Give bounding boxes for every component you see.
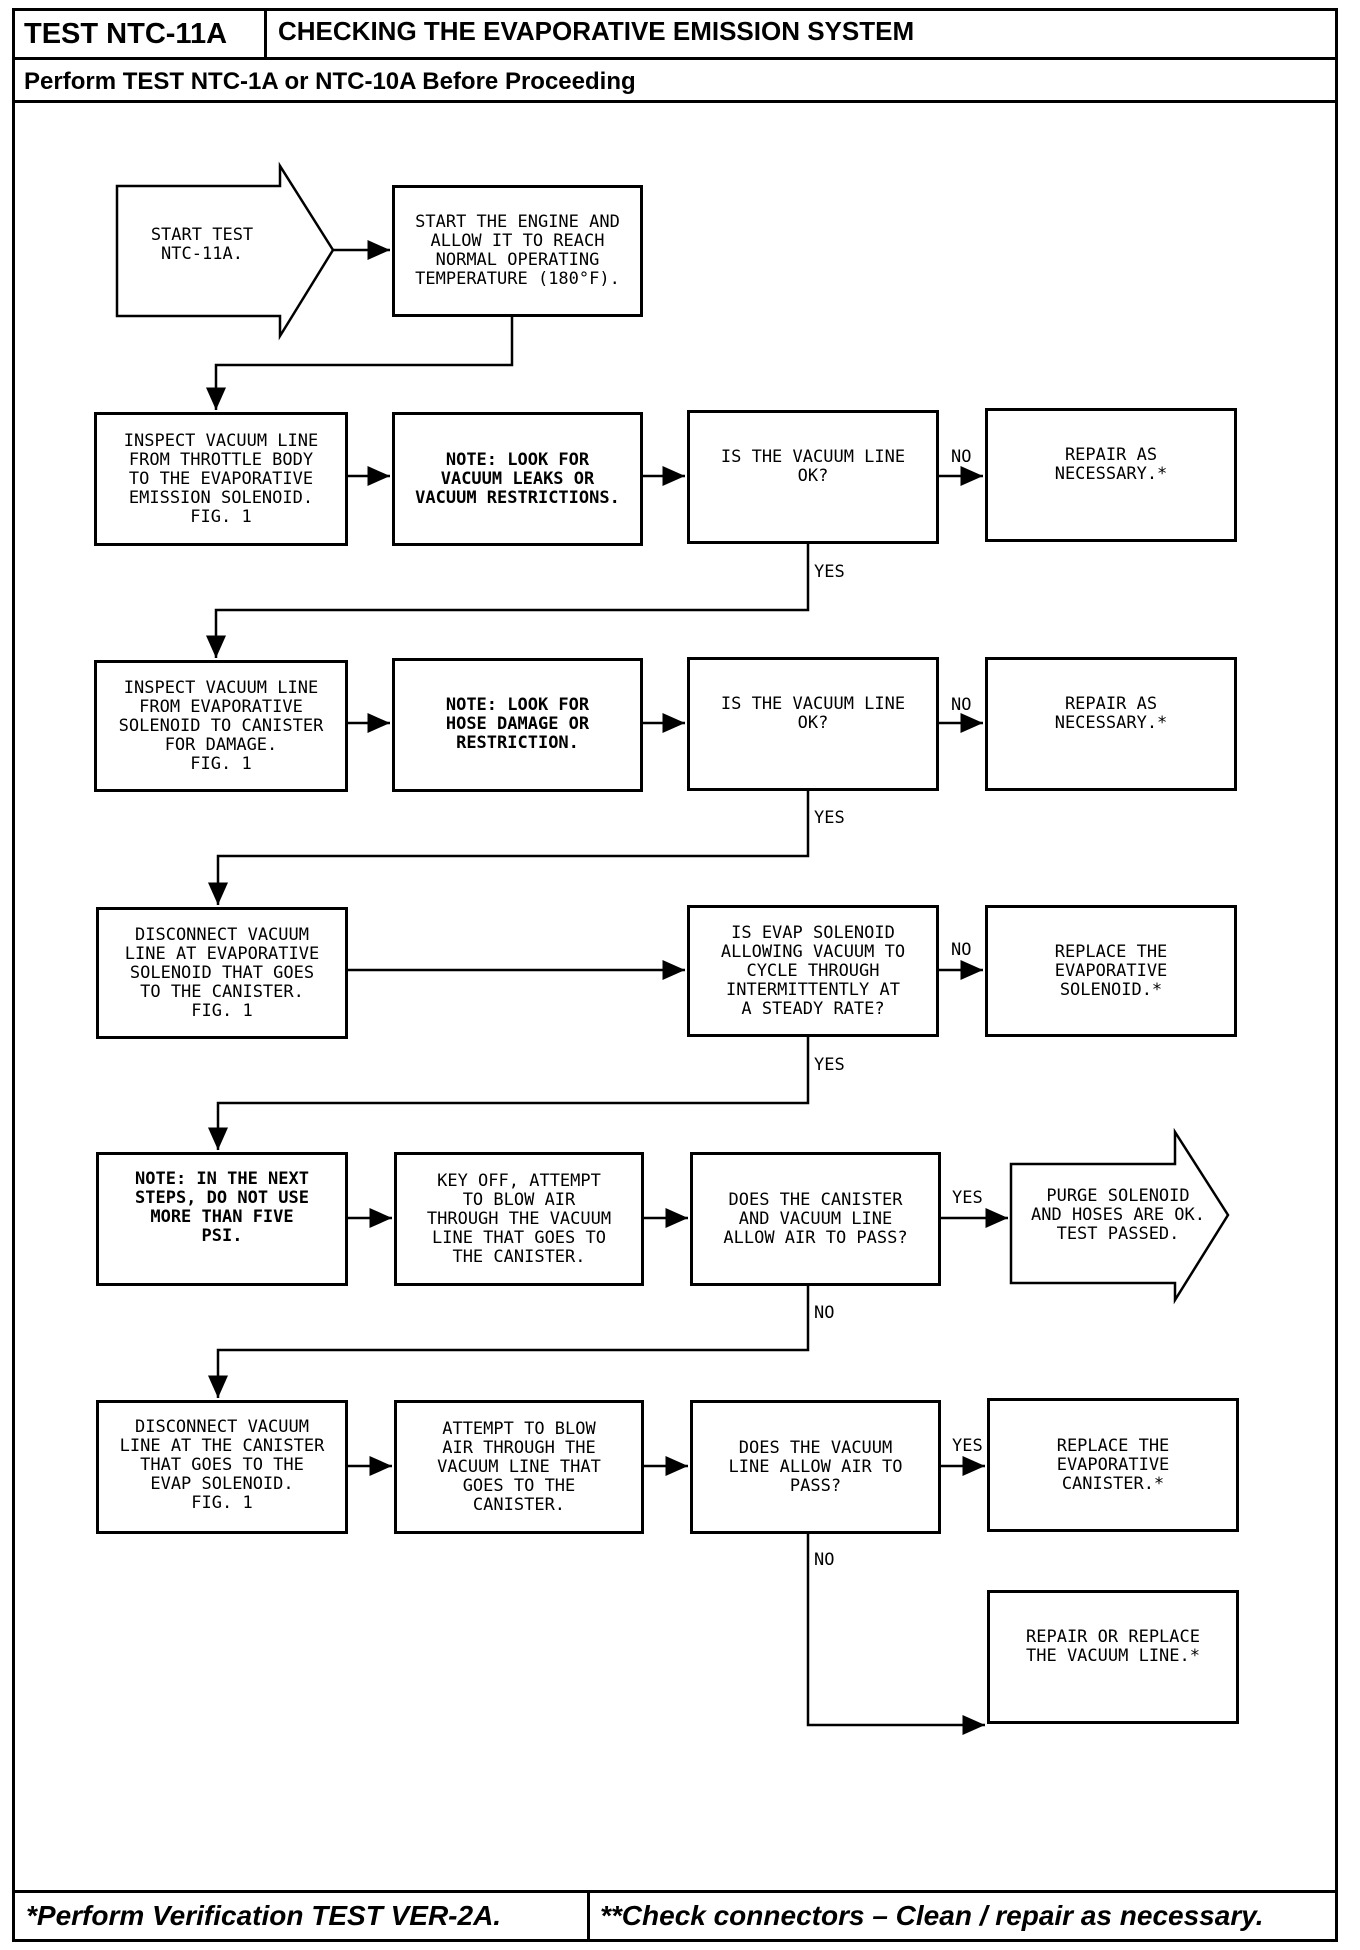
no-label-1: NO (951, 447, 972, 467)
inspect-solenoid-line-step: INSPECT VACUUM LINE FROM EVAPORATIVE SOL… (94, 660, 348, 792)
subheader-divider (12, 100, 1338, 103)
replace-evaporative-solenoid: REPLACE THE EVAPORATIVE SOLENOID.* (985, 905, 1237, 1037)
start-test-arrow: START TEST NTC-11A. (150, 225, 254, 264)
note-five-psi: NOTE: IN THE NEXT STEPS, DO NOT USE MORE… (96, 1152, 348, 1286)
page-title: CHECKING THE EVAPORATIVE EMISSION SYSTEM (278, 16, 915, 46)
page-frame (12, 8, 1338, 1942)
footer-verification-note: *Perform Verification TEST VER-2A. (26, 1900, 502, 1931)
warmup-step: START THE ENGINE AND ALLOW IT TO REACH N… (392, 185, 643, 317)
yes-label-2: YES (814, 808, 845, 828)
yes-label-3: YES (814, 1055, 845, 1075)
blow-air-to-canister-step: ATTEMPT TO BLOW AIR THROUGH THE VACUUM L… (394, 1400, 644, 1534)
no-label-5: NO (814, 1550, 835, 1570)
yes-label-1: YES (814, 562, 845, 582)
evap-solenoid-cycling-question: IS EVAP SOLENOID ALLOWING VACUUM TO CYCL… (687, 905, 939, 1037)
inspect-throttle-line-step: INSPECT VACUUM LINE FROM THROTTLE BODY T… (94, 412, 348, 546)
vacuum-line-ok-question-2: IS THE VACUUM LINE OK? (687, 657, 939, 791)
note-hose-damage: NOTE: LOOK FOR HOSE DAMAGE OR RESTRICTIO… (392, 658, 643, 792)
footer-vdivider (587, 1890, 590, 1942)
note-vacuum-leaks: NOTE: LOOK FOR VACUUM LEAKS OR VACUUM RE… (392, 412, 643, 546)
replace-evaporative-canister: REPLACE THE EVAPORATIVE CANISTER.* (987, 1398, 1239, 1532)
no-label-4: NO (814, 1303, 835, 1323)
vacuum-line-air-pass-question: DOES THE VACUUM LINE ALLOW AIR TO PASS? (690, 1400, 941, 1534)
test-passed-arrow: PURGE SOLENOID AND HOSES ARE OK. TEST PA… (1031, 1185, 1205, 1244)
yes-label-5: YES (952, 1436, 983, 1456)
yes-label-4: YES (952, 1188, 983, 1208)
no-label-2: NO (951, 695, 972, 715)
test-id: TEST NTC-11A (24, 18, 228, 50)
footer-divider (12, 1890, 1338, 1893)
repair-as-necessary-2: REPAIR AS NECESSARY.* (985, 657, 1237, 791)
repair-as-necessary-1: REPAIR AS NECESSARY.* (985, 408, 1237, 542)
blow-air-through-line-step: KEY OFF, ATTEMPT TO BLOW AIR THROUGH THE… (394, 1152, 644, 1286)
prerequisite: Perform TEST NTC-1A or NTC-10A Before Pr… (24, 68, 636, 95)
passed-arrow-shape (1009, 1127, 1230, 1305)
header-vdivider (264, 8, 267, 58)
vacuum-line-ok-question-1: IS THE VACUUM LINE OK? (687, 410, 939, 544)
footer-connectors-note: **Check connectors – Clean / repair as n… (600, 1900, 1264, 1931)
disconnect-canister-line-step: DISCONNECT VACUUM LINE AT THE CANISTER T… (96, 1400, 348, 1534)
repair-or-replace-vacuum-line: REPAIR OR REPLACE THE VACUUM LINE.* (987, 1590, 1239, 1724)
disconnect-solenoid-line-step: DISCONNECT VACUUM LINE AT EVAPORATIVE SO… (96, 907, 348, 1039)
header-divider (12, 57, 1338, 60)
start-arrow-shape (115, 161, 335, 341)
no-label-3: NO (951, 940, 972, 960)
canister-air-pass-question: DOES THE CANISTER AND VACUUM LINE ALLOW … (690, 1152, 941, 1286)
